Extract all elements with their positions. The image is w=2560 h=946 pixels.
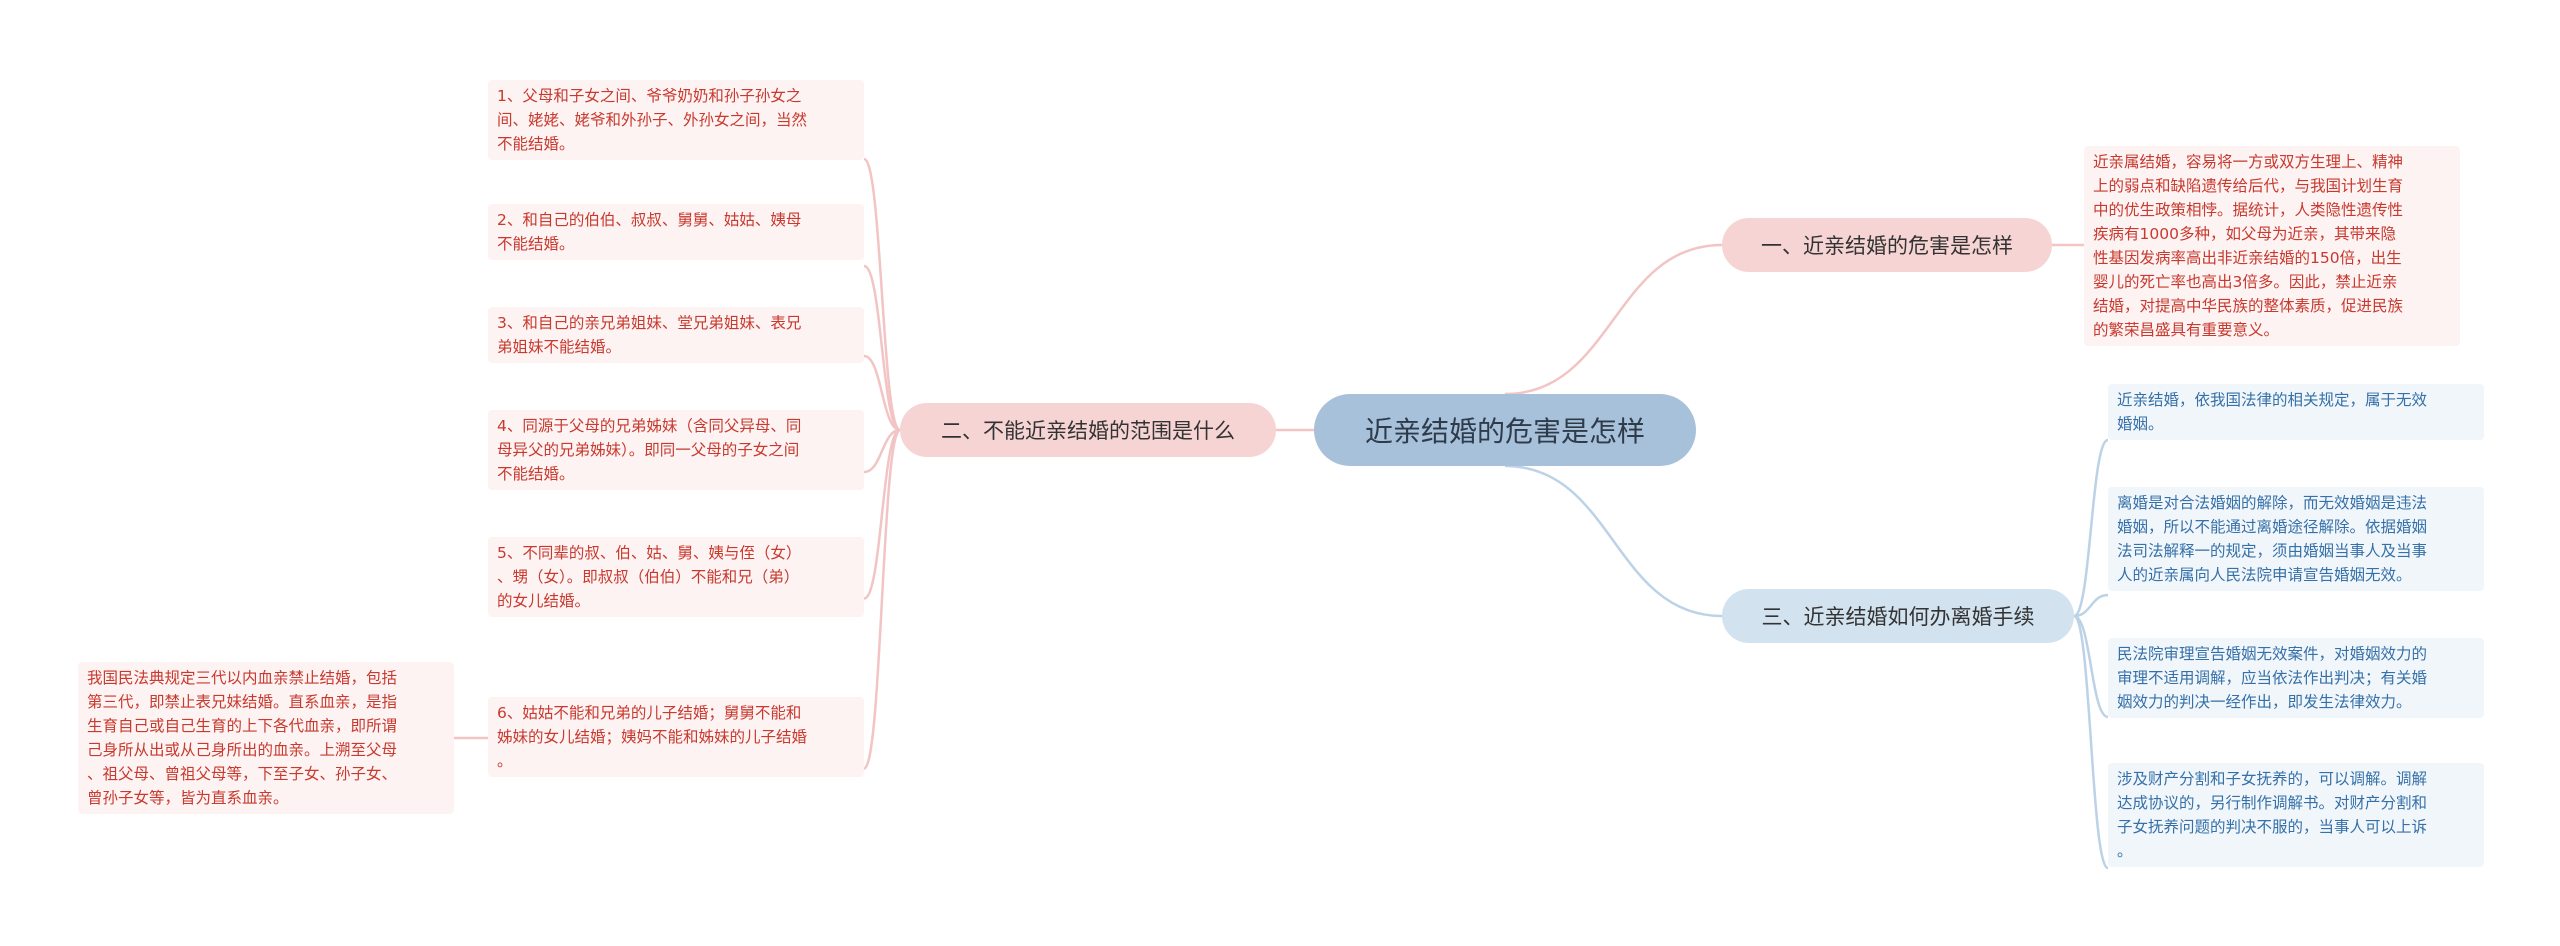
link-center-divorce [1504,464,1723,618]
leaf-divorce-1: 近亲结婚，依我国法律的相关规定，属于无效 婚姻。 [2108,384,2484,440]
link-scope-leaf-3 [863,354,901,432]
leaf-divorce-4: 涉及财产分割和子女抚养的，可以调解。调解 达成协议的，另行制作调解书。对财产分割… [2108,763,2484,867]
leaf-scope-6: 6、姑姑不能和兄弟的儿子结婚；舅舅不能和 姊妹的女儿结婚；姨妈不能和姊妹的儿子结… [488,697,864,777]
leaf-direct-blood-relatives: 我国民法典规定三代以内血亲禁止结婚，包括 第三代，即禁止表兄妹结婚。直系血亲，是… [78,662,454,814]
link-divorce-leaf-2 [2073,593,2109,618]
branch-prohibited-scope[interactable]: 二、不能近亲结婚的范围是什么 [900,403,1276,457]
link-divorce-leaf-1 [2073,438,2109,618]
leaf-scope-1: 1、父母和子女之间、爷爷奶奶和孙子孙女之 间、姥姥、姥爷和外孙子、外孙女之间，当… [488,80,864,160]
leaf-scope-4: 4、同源于父母的兄弟姊妹（含同父异母、同 母异父的兄弟姊妹）。即同一父母的子女之… [488,410,864,490]
leaf-hazards-detail: 近亲属结婚，容易将一方或双方生理上、精神 上的弱点和缺陷遗传给后代，与我国计划生… [2084,146,2460,346]
link-scope-leaf-4 [863,428,901,474]
leaf-scope-5: 5、不同辈的叔、伯、姑、舅、姨与侄（女） 、甥（女）。即叔叔（伯伯）不能和兄（弟… [488,537,864,617]
leaf-scope-3: 3、和自己的亲兄弟姐妹、堂兄弟姐妹、表兄 弟姐妹不能结婚。 [488,307,864,363]
branch-divorce-procedure[interactable]: 三、近亲结婚如何办离婚手续 [1722,589,2074,643]
leaf-divorce-2: 离婚是对合法婚姻的解除，而无效婚姻是违法 婚姻，所以不能通过离婚途径解除。依据婚… [2108,487,2484,591]
link-scope-leaf-5 [863,428,901,600]
link-scope-leaf-2 [863,264,901,432]
central-topic[interactable]: 近亲结婚的危害是怎样 [1314,394,1696,466]
link-scope-leaf-1 [862,157,902,432]
link-divorce-leaf-4 [2072,614,2110,870]
leaf-scope-2: 2、和自己的伯伯、叔叔、舅舅、姑姑、姨母 不能结婚。 [488,204,864,260]
branch-hazards[interactable]: 一、近亲结婚的危害是怎样 [1722,218,2052,272]
link-divorce-leaf-3 [2073,614,2109,719]
link-center-hazards [1504,243,1723,396]
link-scope-leaf-6 [862,428,902,770]
leaf-divorce-3: 民法院审理宣告婚姻无效案件，对婚姻效力的 审理不适用调解，应当依法作出判决；有关… [2108,638,2484,718]
